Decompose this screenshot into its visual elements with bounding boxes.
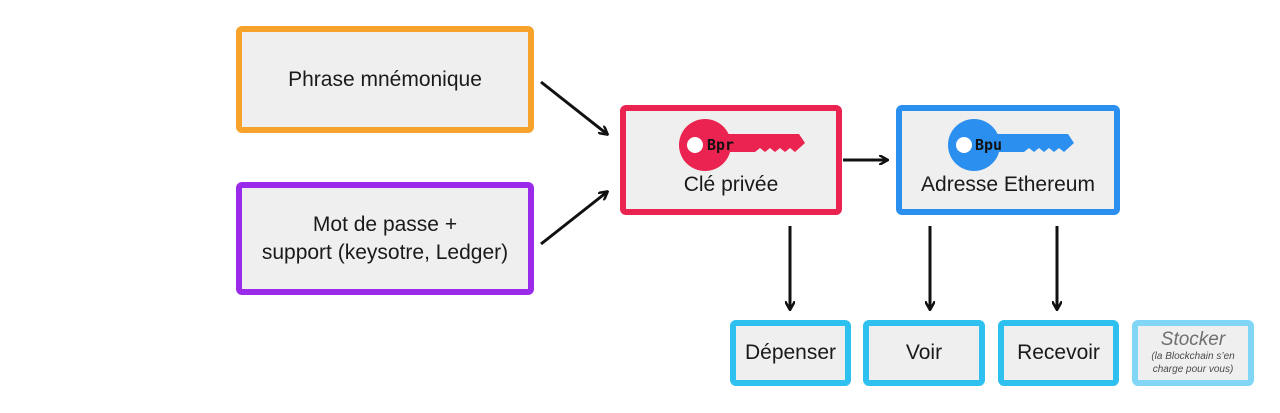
store-note-line2: charge pour vous) — [1152, 364, 1234, 375]
view-box: Voir — [863, 320, 985, 386]
store-box: Stocker (la Blockchain s’en charge pour … — [1132, 320, 1254, 386]
private-key-icon: Bpr — [679, 119, 805, 171]
arrow-phrase-to-private-key — [540, 80, 607, 134]
arrow-password-to-private-key — [540, 192, 607, 246]
receive-box: Recevoir — [998, 320, 1119, 386]
store-note-line1: (la Blockchain s’en — [1151, 351, 1235, 362]
mnemonic-phrase-box: Phrase mnémonique — [236, 26, 534, 133]
password-label: Mot de passe + support (keysotre, Ledger… — [262, 211, 508, 267]
spend-box: Dépenser — [730, 320, 851, 386]
ethereum-address-label: Adresse Ethereum — [921, 173, 1095, 196]
mnemonic-phrase-label: Phrase mnémonique — [288, 67, 482, 91]
password-label-line2: support (keysotre, Ledger) — [261, 240, 509, 264]
view-label: Voir — [905, 341, 943, 364]
ethereum-address-box: Adresse Ethereum — [896, 105, 1120, 215]
spend-label: Dépenser — [744, 341, 837, 364]
private-key-label: Clé privée — [683, 173, 779, 196]
password-box: Mot de passe + support (keysotre, Ledger… — [236, 182, 534, 295]
private-key-code: Bpr — [707, 136, 734, 154]
public-key-code: Bpu — [975, 136, 1002, 154]
store-label: Stocker — [1160, 329, 1226, 350]
password-label-line1: Mot de passe + — [312, 212, 458, 236]
receive-label: Recevoir — [1017, 341, 1100, 364]
private-key-box: Clé privée — [620, 105, 842, 215]
public-key-icon: Bpu — [948, 119, 1074, 171]
